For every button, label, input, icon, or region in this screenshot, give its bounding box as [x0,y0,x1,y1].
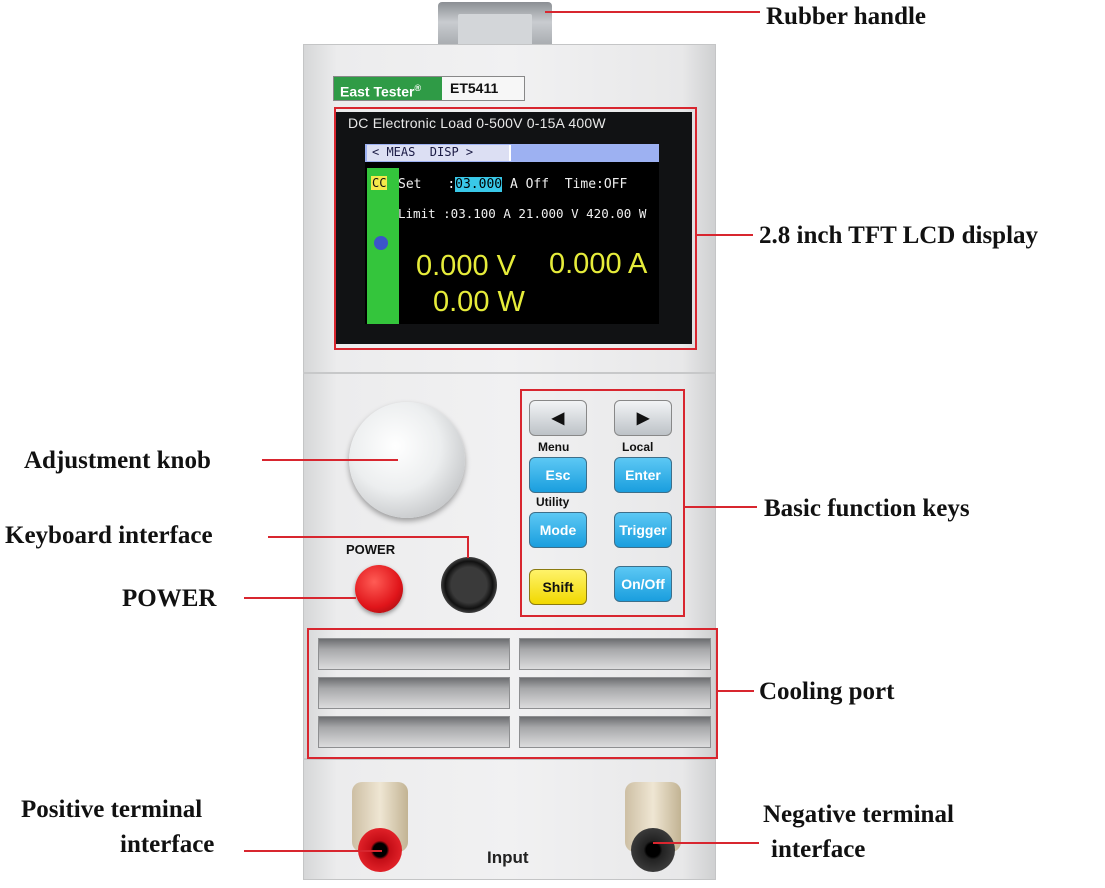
positive-terminal-label-line2: interface [120,831,215,858]
lcd-power-reading: 0.00 W [433,286,525,318]
lcd-current-reading: 0.000 A [549,248,648,280]
power-label: POWER [346,542,396,557]
power-callout-label: POWER [122,585,217,612]
negative-terminal-label-line2: interface [771,836,866,863]
screen-spec-title: DC Electronic Load 0-500V 0-15A 400W [348,115,606,131]
trigger-key[interactable]: Trigger [614,512,672,548]
positive-callout-line [244,850,382,852]
lcd-header-tab [367,145,511,161]
esc-key[interactable]: Esc [529,457,587,493]
panel-divider-lower [303,758,716,760]
utility-caption: Utility [536,495,570,509]
cooling-vent-slot [519,638,711,670]
keys-highlight-box [520,389,685,617]
lcd-mode-indicator: CC [371,176,388,190]
right-arrow-key[interactable]: ▶ [614,400,672,436]
lcd-header-text: < MEAS DISP > [372,145,474,159]
keyboard-callout-drop [467,536,469,558]
adjustment-knob-label: Adjustment knob [24,447,211,474]
cooling-vent-slot [519,716,711,748]
brand-badge: East Tester® ET5411 [333,76,525,101]
lcd-display-label: 2.8 inch TFT LCD display [759,222,1039,249]
cooling-callout-line [718,690,754,692]
lcd-set-suffix: A Off Time:OFF [509,177,628,192]
lcd-display [365,144,659,324]
cooling-vent-slot [318,638,510,670]
panel-divider-upper [303,372,716,374]
mode-key[interactable]: Mode [529,512,587,548]
lcd-set-value: 03.000 [455,177,503,192]
menu-caption: Menu [538,440,570,454]
negative-callout-line [653,842,759,844]
cooling-vent-slot [519,677,711,709]
lcd-voltage-reading: 0.000 V [416,250,516,282]
brand-name: East Tester® [334,77,442,100]
cooling-vent-slot [318,716,510,748]
rubber-handle-label: Rubber handle [766,3,927,30]
cooling-vent-slot [318,677,510,709]
lcd-set-label: Set [398,177,422,192]
input-label: Input [487,848,529,867]
lcd-set-line: Set :03.000 A Off Time:OFF [398,177,627,192]
keys-callout-line [685,506,757,508]
cooling-highlight-box [307,628,718,759]
left-arrow-key[interactable]: ◀ [529,400,587,436]
enter-key[interactable]: Enter [614,457,672,493]
local-caption: Local [622,440,654,454]
cooling-port-label: Cooling port [759,678,895,705]
shift-key[interactable]: Shift [529,569,587,605]
power-button[interactable] [355,565,403,613]
lcd-highlight-box [334,107,697,350]
onoff-key[interactable]: On/Off [614,566,672,602]
negative-terminal-label-line1: Negative terminal [763,801,954,828]
model-number: ET5411 [450,80,499,96]
positive-terminal-label-line1: Positive terminal [21,796,203,823]
handle-grip [458,14,532,46]
basic-function-keys-label: Basic function keys [764,495,970,522]
keyboard-port[interactable] [441,557,497,613]
handle-callout-line [545,11,760,13]
lcd-callout-line [697,234,753,236]
lcd-limit-line: Limit :03.100 A 21.000 V 420.00 W [398,206,647,221]
negative-terminal[interactable] [631,828,675,872]
knob-callout-line [262,459,398,461]
keyboard-callout-line [268,536,469,538]
power-callout-line [244,597,356,599]
lcd-status-dot [374,236,388,250]
lcd-set-prefix: : [447,177,456,192]
keyboard-interface-label: Keyboard interface [5,522,213,549]
